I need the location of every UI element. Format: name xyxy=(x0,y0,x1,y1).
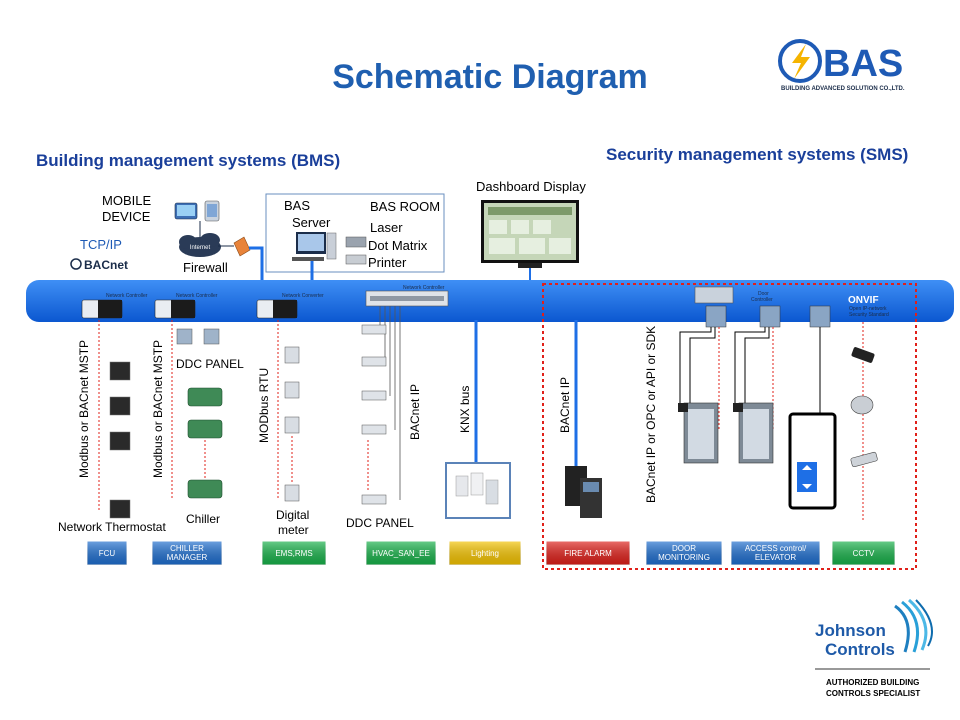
system-button-fcu[interactable]: FCU xyxy=(86,540,128,566)
sms-heading: Security management systems (SMS) xyxy=(606,145,908,164)
bas-logo-text: BAS xyxy=(823,43,903,85)
ddc-panel-bottom-icons xyxy=(361,324,387,505)
bas-server-label-2: Server xyxy=(292,215,331,230)
chiller-icons xyxy=(187,387,223,499)
door-protocol-label: BACnet IP or OPC or API or SDK xyxy=(644,326,658,503)
jc-swoosh-icon xyxy=(894,598,933,653)
system-button-access-control-elevator[interactable]: ACCESS control/ELEVATOR xyxy=(730,540,821,566)
fire-protocol-label: BACnet IP xyxy=(558,377,572,433)
jc-authorized-line1: AUTHORIZED BUILDING xyxy=(826,678,919,687)
system-button-label: Lighting xyxy=(471,549,499,558)
johnson-controls-logo: Johnson Controls AUTHORIZED BUILDING CON… xyxy=(815,598,933,698)
bas-room-label: BAS ROOM xyxy=(370,199,440,214)
mobile-device-label-2: DEVICE xyxy=(102,209,151,224)
lighting-protocol-label: KNX bus xyxy=(458,386,472,433)
internet-label: Internet xyxy=(190,245,211,251)
svg-text:ONVIF: ONVIF xyxy=(848,295,879,306)
bacnet-icon xyxy=(70,258,82,270)
dot-matrix-printer-icon xyxy=(345,254,367,265)
firewall-icon xyxy=(233,236,251,257)
ddc-panel-bus-lines xyxy=(379,306,401,500)
chiller-protocol-label: Modbus or BACnet MSTP xyxy=(151,340,165,478)
ddc-panel-bottom-label: DDC PANEL xyxy=(346,516,414,530)
server-workstation-icon xyxy=(292,232,337,261)
sms-boundary xyxy=(542,283,917,570)
firewall-label: Firewall xyxy=(183,260,228,275)
network-converter: Network Converter xyxy=(256,293,324,319)
system-button-cctv[interactable]: CCTV xyxy=(831,540,896,566)
laser-printer-icon xyxy=(345,236,367,248)
network-controller-2: Network Controller xyxy=(154,293,218,319)
dashboard-label: Dashboard Display xyxy=(476,179,586,194)
svg-text:Network Controller: Network Controller xyxy=(106,293,148,299)
door-controller-units xyxy=(705,305,831,328)
ddc-panel-icons xyxy=(176,328,220,345)
network-controller-1: Network Controller xyxy=(81,293,148,319)
cctv-camera-icons xyxy=(850,347,878,468)
meter-protocol-label: MODbus RTU xyxy=(257,368,271,443)
svg-text:Network Controller: Network Controller xyxy=(403,285,445,291)
system-button-fire-alarm[interactable]: FIRE ALARM xyxy=(545,540,631,566)
digital-meter-label-2: meter xyxy=(278,523,309,537)
onvif-logo: ONVIF Open IP-network Security Standard xyxy=(848,295,889,318)
digital-meter-icons xyxy=(284,346,300,502)
system-button-label: HVAC_SAN_EE xyxy=(372,549,430,558)
network-controller-switch: Network Controller xyxy=(365,285,449,307)
system-button-label: EMS,RMS xyxy=(275,549,312,558)
dot-matrix-label: Dot Matrix xyxy=(368,238,428,253)
bas-server-label-1: BAS xyxy=(284,198,310,213)
door-controller-hub: Door Controller xyxy=(694,286,773,304)
system-button-label: CCTV xyxy=(853,549,875,558)
page-title: Schematic Diagram xyxy=(332,58,648,96)
system-button-ems-rms[interactable]: EMS,RMS xyxy=(261,540,327,566)
jc-name-line1: Johnson xyxy=(815,621,886,640)
system-button-label: FCU xyxy=(99,549,116,558)
svg-text:Open IP-network: Open IP-network xyxy=(849,306,887,312)
system-button-hvac-san-ee[interactable]: HVAC_SAN_EE xyxy=(365,540,437,566)
bms-heading: Building management systems (BMS) xyxy=(36,151,340,170)
fcu-protocol-label: Modbus or BACnet MSTP xyxy=(77,340,91,478)
svg-text:Door: Door xyxy=(758,291,769,297)
ddc-panel-top-label: DDC PANEL xyxy=(176,357,244,371)
mobile-device-label-1: MOBILE xyxy=(102,193,151,208)
chiller-label: Chiller xyxy=(186,512,220,526)
mobile-device-icon xyxy=(174,200,220,222)
dashboard-display-icon xyxy=(481,200,579,268)
elevator-icon xyxy=(788,412,837,510)
lighting-devices-icon xyxy=(445,462,511,519)
lightning-icon xyxy=(792,44,810,79)
svg-text:Security Standard: Security Standard xyxy=(849,312,889,318)
hvac-protocol-label: BACnet IP xyxy=(408,384,422,440)
door-icons xyxy=(678,402,774,464)
bacnet-logo: BACnet xyxy=(68,257,138,272)
network-thermostat-icons xyxy=(109,361,131,519)
fire-alarm-panel-icon xyxy=(565,466,602,518)
bas-logo: BAS BUILDING ADVANCED SOLUTION CO.,LTD. xyxy=(778,39,905,92)
jc-authorized-line2: CONTROLS SPECIALIST xyxy=(826,689,920,698)
system-button-lighting[interactable]: Lighting xyxy=(448,540,522,566)
svg-text:Network Controller: Network Controller xyxy=(176,293,218,299)
system-button-label: FIRE ALARM xyxy=(564,549,612,558)
laser-label: Laser xyxy=(370,220,403,235)
digital-meter-label-1: Digital xyxy=(276,508,309,522)
system-button-label: ACCESS control/ELEVATOR xyxy=(745,544,807,562)
network-thermostat-label: Network Thermostat xyxy=(58,520,166,534)
tcpip-label: TCP/IP xyxy=(80,237,122,252)
svg-text:Network Converter: Network Converter xyxy=(282,293,324,299)
jc-name-line2: Controls xyxy=(825,640,895,659)
internet-cloud-icon: Internet xyxy=(179,233,221,257)
printer-label: Printer xyxy=(368,255,407,270)
bas-logo-tagline: BUILDING ADVANCED SOLUTION CO.,LTD. xyxy=(781,86,905,92)
svg-text:BACnet: BACnet xyxy=(84,258,128,272)
svg-text:Controller: Controller xyxy=(751,297,773,303)
